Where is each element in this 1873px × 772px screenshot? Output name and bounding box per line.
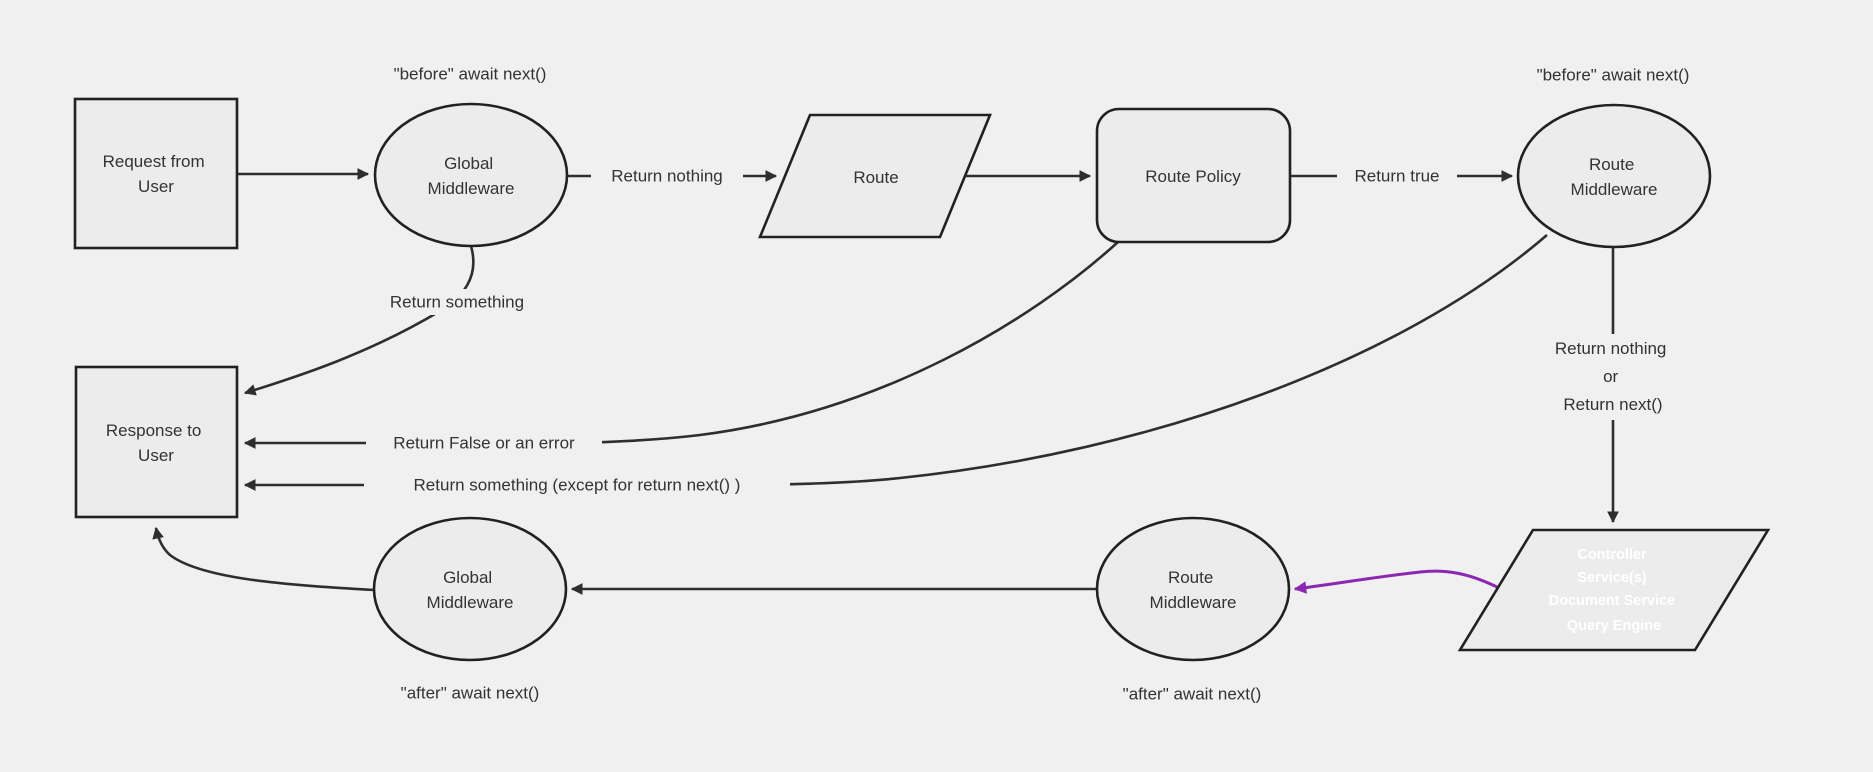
edge-global-middleware-bottom-to-response bbox=[152, 526, 375, 592]
svg-text:Global Middleware: Global Middleware bbox=[427, 568, 514, 612]
svg-text:Request from User: Request from User bbox=[103, 152, 210, 196]
svg-text:Response to User: Response to User bbox=[106, 421, 206, 465]
edge-global-middleware-return-something-to-response bbox=[243, 245, 475, 396]
svg-text:Return something (except for r: Return something (except for return next… bbox=[414, 476, 741, 495]
annotation-after-await-right: "after" await next() bbox=[1123, 685, 1262, 704]
svg-text:Controller Service(s): Controller Service(s) Document Service Q… bbox=[1549, 547, 1680, 634]
node-route: Route bbox=[758, 113, 992, 239]
svg-text:Global Middleware: Global Middleware bbox=[428, 154, 515, 198]
node-request-from-user: Request from User bbox=[73, 97, 239, 250]
svg-text:Route Policy: Route Policy bbox=[1145, 167, 1241, 186]
node-global-middleware-top: Global Middleware bbox=[373, 102, 569, 248]
svg-text:Return something: Return something bbox=[390, 293, 524, 312]
edge-label-return-false-or-error: Return False or an error bbox=[366, 430, 602, 456]
svg-text:Route Middleware: Route Middleware bbox=[1150, 568, 1237, 612]
edge-controller-to-route-middleware-bottom bbox=[1293, 569, 1498, 594]
svg-text:Route: Route bbox=[853, 168, 898, 187]
svg-text:Return False or an error: Return False or an error bbox=[393, 434, 575, 453]
edge-label-return-something: Return something bbox=[365, 289, 549, 315]
svg-text:Return true: Return true bbox=[1354, 167, 1439, 186]
svg-text:Route Middleware: Route Middleware bbox=[1571, 155, 1658, 199]
node-route-middleware-top: Route Middleware bbox=[1516, 103, 1712, 249]
edge-label-return-true: Return true bbox=[1337, 163, 1457, 189]
edge-label-return-nothing-or-next: Return nothing or Return next() bbox=[1534, 334, 1692, 420]
annotation-before-await-left: "before" await next() bbox=[394, 65, 547, 84]
node-route-middleware-bottom: Route Middleware bbox=[1095, 516, 1291, 662]
edge-route-policy-return-false-to-response bbox=[243, 241, 1119, 449]
svg-text:Return nothing or: Return nothing or Return next() bbox=[1555, 339, 1671, 414]
edge-label-return-something-except: Return something (except for return next… bbox=[364, 472, 790, 498]
svg-text:Return nothing: Return nothing bbox=[611, 167, 723, 186]
node-route-policy: Route Policy bbox=[1095, 107, 1292, 244]
edge-labels: Return nothing Return true Return someth… bbox=[364, 163, 1692, 498]
node-global-middleware-bottom: Global Middleware bbox=[372, 516, 568, 662]
annotation-after-await-left: "after" await next() bbox=[401, 684, 540, 703]
node-response-to-user: Response to User bbox=[74, 365, 239, 519]
annotation-before-await-right: "before" await next() bbox=[1537, 66, 1690, 85]
nodes: Request from User Global Middleware Rout… bbox=[73, 97, 1771, 662]
annotations: "before" await next() "before" await nex… bbox=[394, 65, 1690, 704]
node-controller-services: Controller Service(s) Document Service Q… bbox=[1457, 528, 1771, 652]
edge-label-return-nothing: Return nothing bbox=[591, 163, 743, 189]
